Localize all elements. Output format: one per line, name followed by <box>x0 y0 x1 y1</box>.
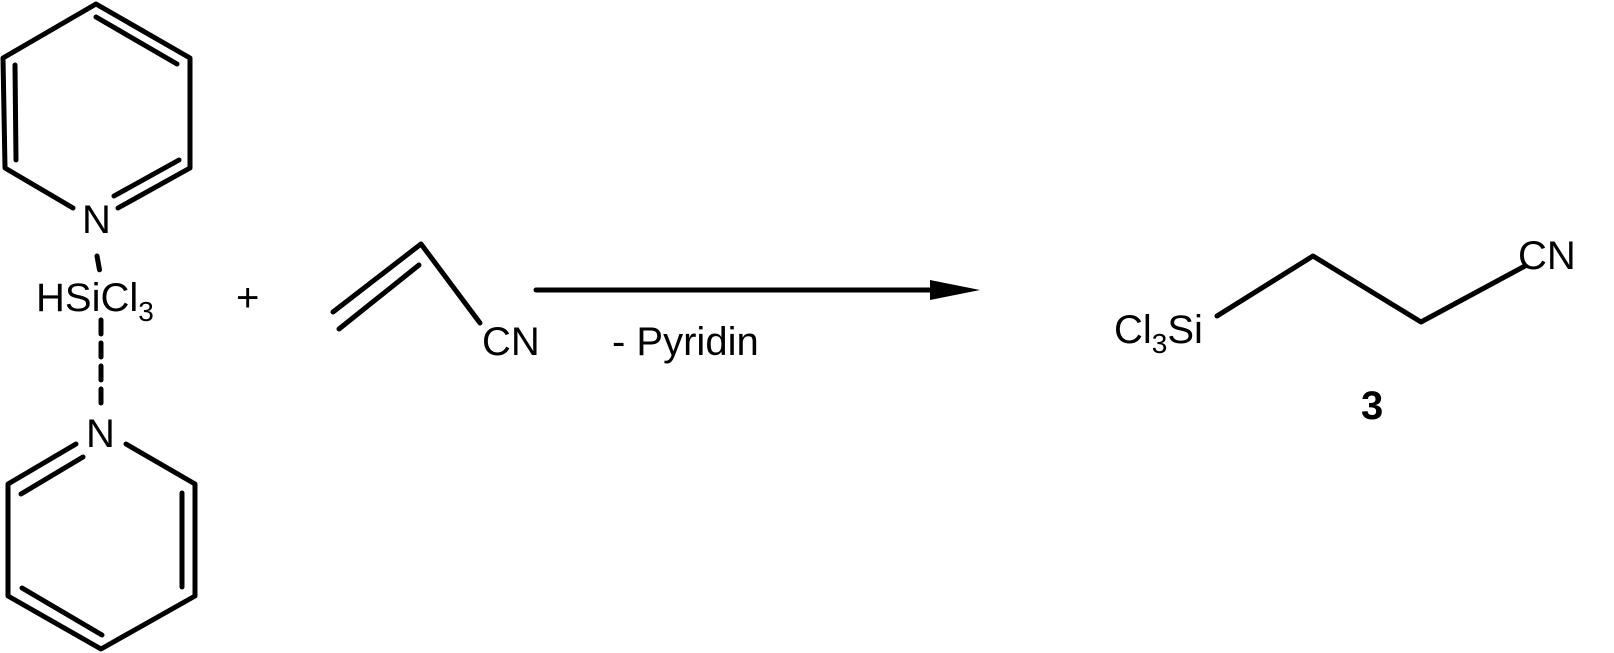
product-cl-subscript: 3 <box>1151 328 1168 359</box>
acrylonitrile-cn-label: CN <box>482 320 540 364</box>
compound-number-label: 3 <box>1361 384 1384 428</box>
product-cl-main: Cl <box>1114 308 1152 352</box>
reaction-condition-label: - Pyridin <box>612 320 759 364</box>
hsicl3-subscript: 3 <box>138 296 154 327</box>
product-cl3si-label: Cl3Si <box>1114 308 1203 358</box>
product-si-tail: Si <box>1167 308 1203 352</box>
upper-pyridine-ring <box>0 1 193 211</box>
hsicl3-label: HSiCl3 <box>36 276 154 326</box>
dative-bond-upper <box>94 253 104 281</box>
reaction-arrow[interactable] <box>533 280 980 300</box>
plus-sign: + <box>236 276 260 320</box>
hsicl3-main: HSiCl <box>36 276 139 320</box>
upper-nitrogen-label: N <box>82 198 111 242</box>
product-cn-label: CN <box>1518 234 1576 278</box>
acrylonitrile-skeleton <box>330 241 483 332</box>
lower-pyridine-ring <box>5 441 198 652</box>
product-skeleton <box>1214 253 1528 325</box>
lower-nitrogen-label: N <box>86 412 115 456</box>
